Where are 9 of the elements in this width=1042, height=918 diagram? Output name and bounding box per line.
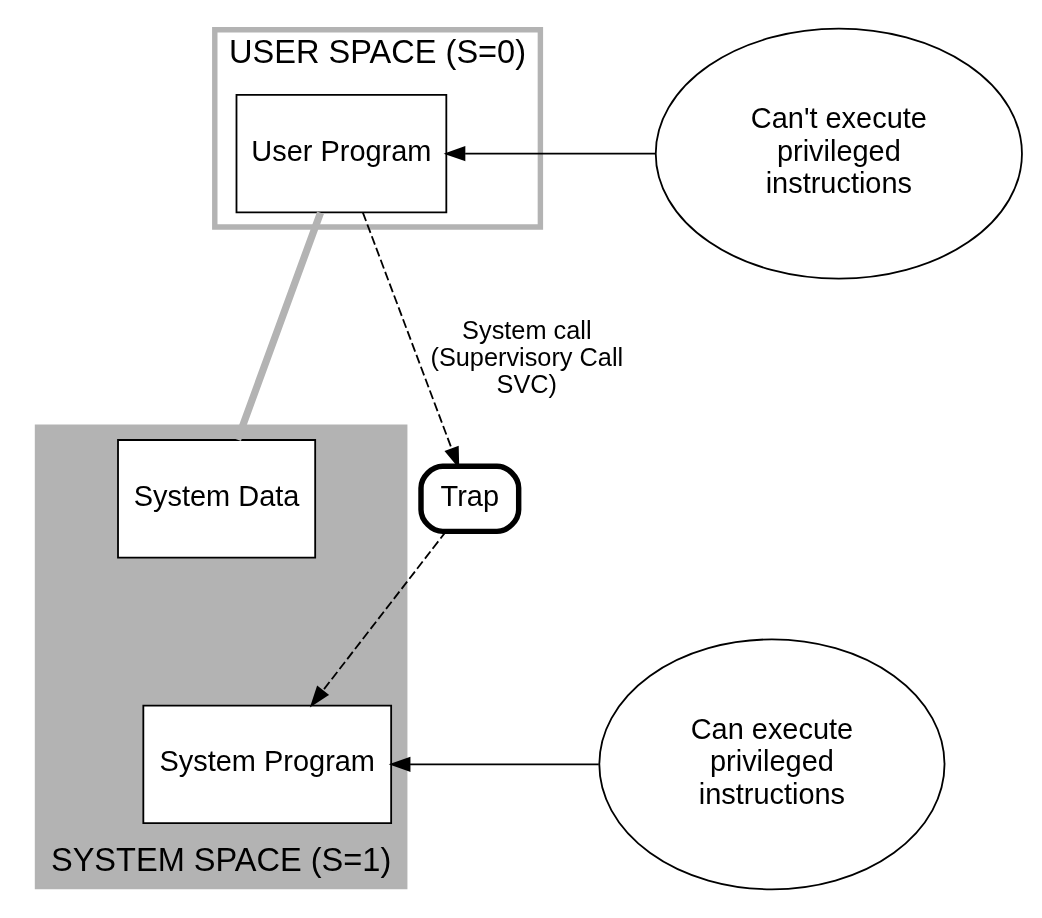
arrow [388, 756, 600, 772]
node-ellipse: Can execute privileged instructions [597, 638, 945, 891]
node-box: System Program [141, 704, 392, 825]
edge-label: System call (Supervisory Call SVC) [429, 316, 623, 399]
node-ellipse: Can't execute privileged instructions [654, 27, 1023, 280]
node-box: User Program [235, 93, 447, 214]
arrow [443, 146, 657, 162]
node-box: System Data [116, 439, 316, 559]
node-box: Trap [417, 463, 521, 535]
